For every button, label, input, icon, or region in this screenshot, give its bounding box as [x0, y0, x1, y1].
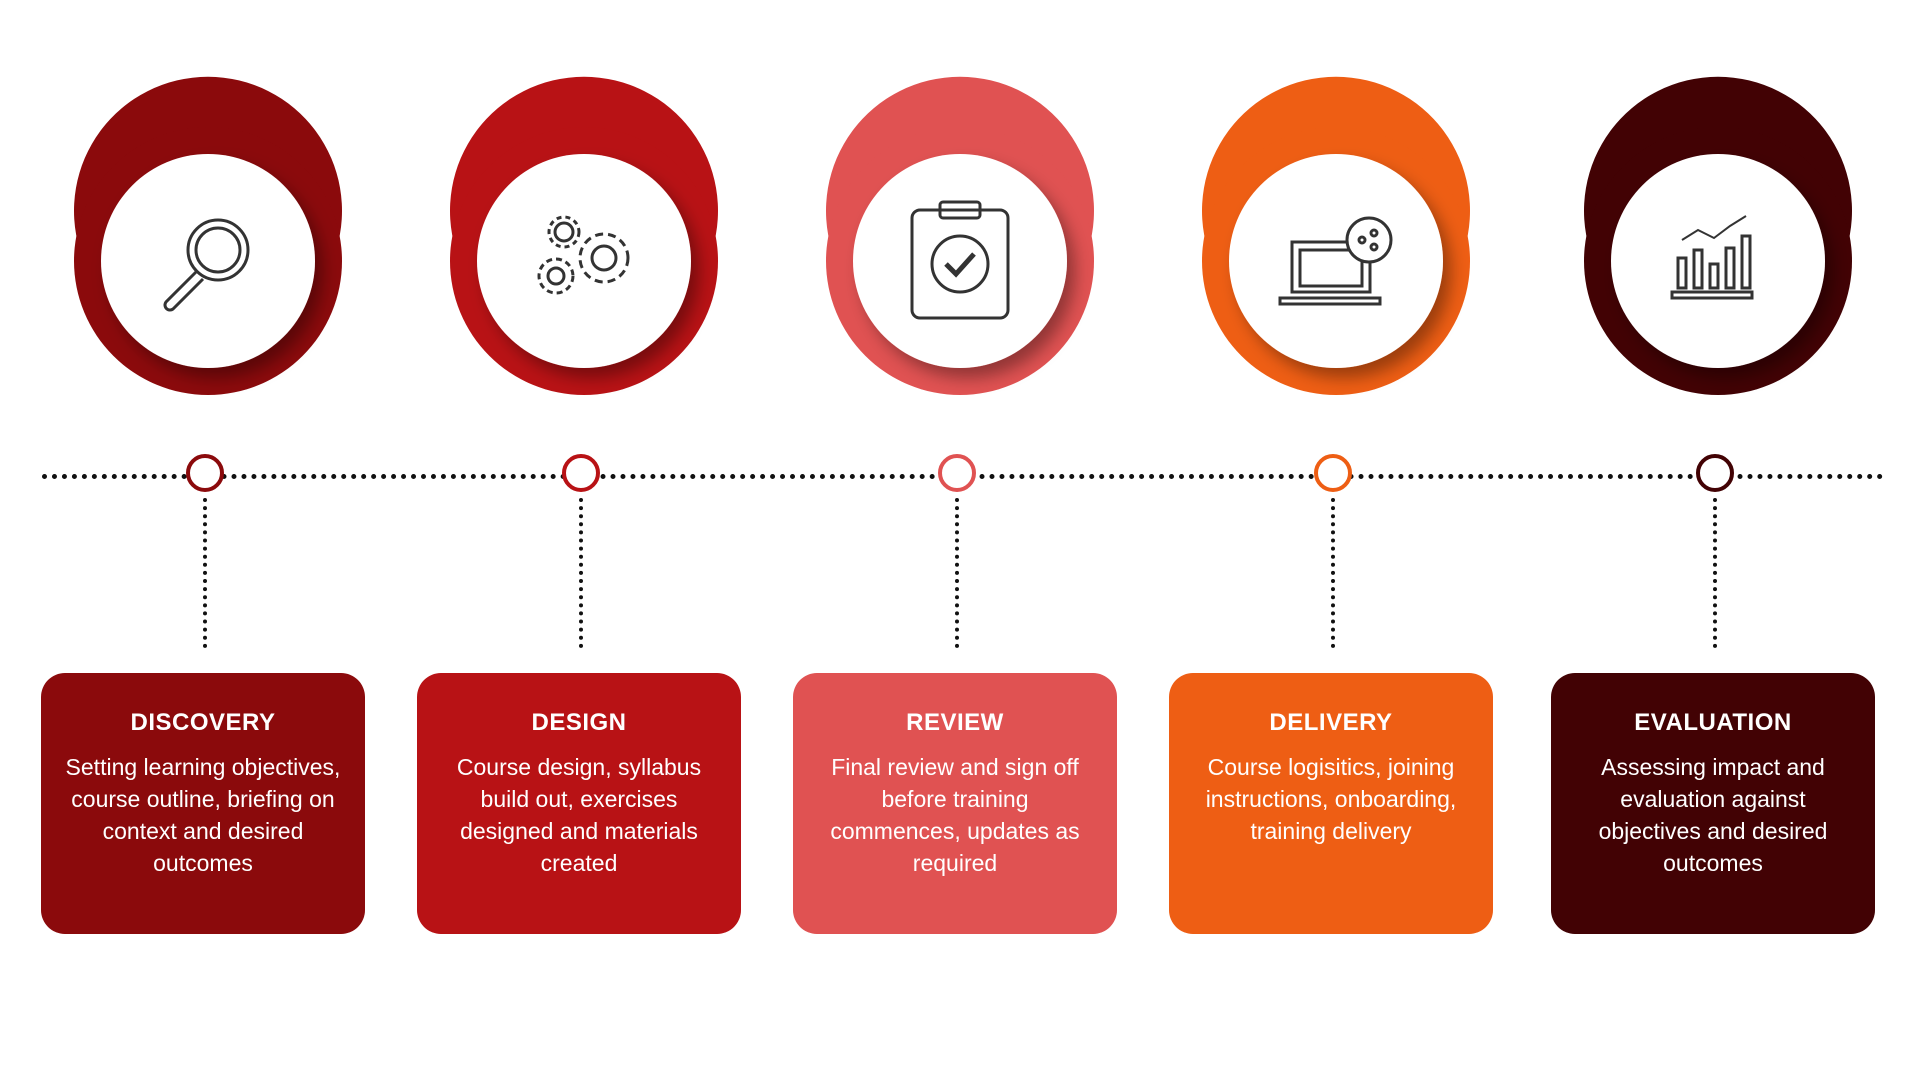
timeline-node [1696, 454, 1734, 492]
stage-description: Final review and sign off before trainin… [830, 754, 1080, 876]
connector-line [203, 498, 207, 648]
pin-marker [826, 76, 1094, 395]
stage-title: DESIGN [531, 709, 627, 736]
stage-description: Setting learning objectives, course outl… [65, 754, 341, 876]
timeline-node [938, 454, 976, 492]
pin-marker [1202, 76, 1470, 395]
pin-marker [74, 76, 343, 395]
magnifier-icon [163, 218, 250, 312]
stage-card: REVIEW Final review and sign off before … [793, 673, 1117, 934]
connector-line [579, 498, 583, 648]
stage-title: REVIEW [906, 709, 1004, 736]
stage-title: DISCOVERY [130, 709, 276, 736]
stage-title: EVALUATION [1634, 709, 1792, 736]
gears-icon [537, 215, 630, 295]
stage-delivery: DELIVERY Course logisitics, joining inst… [1166, 0, 1506, 1080]
stage-title: DELIVERY [1269, 709, 1393, 736]
stage-card: EVALUATION Assessing impact and evaluati… [1551, 673, 1875, 934]
timeline-node [1314, 454, 1352, 492]
connector-line [955, 498, 959, 648]
stage-card: DISCOVERY Setting learning objectives, c… [41, 673, 365, 934]
stage-description: Course logisitics, joining instructions,… [1205, 754, 1457, 844]
timeline-node [186, 454, 224, 492]
stage-card: DESIGN Course design, syllabus build out… [417, 673, 741, 934]
stage-review: REVIEW Final review and sign off before … [790, 0, 1130, 1080]
pin-marker [450, 76, 719, 395]
stage-card: DELIVERY Course logisitics, joining inst… [1169, 673, 1493, 934]
stage-design: DESIGN Course design, syllabus build out… [414, 0, 754, 1080]
stage-discovery: DISCOVERY Setting learning objectives, c… [38, 0, 378, 1080]
stage-evaluation: EVALUATION Assessing impact and evaluati… [1548, 0, 1888, 1080]
laptop-share-icon [1278, 216, 1393, 306]
clipboard-check-icon [910, 200, 1010, 320]
connector-line [1331, 498, 1335, 648]
stage-description: Assessing impact and evaluation against … [1598, 754, 1828, 876]
stage-description: Course design, syllabus build out, exerc… [456, 754, 702, 876]
bar-chart-icon [1670, 215, 1754, 300]
timeline-node [562, 454, 600, 492]
pin-marker [1584, 76, 1852, 395]
connector-line [1713, 498, 1717, 648]
